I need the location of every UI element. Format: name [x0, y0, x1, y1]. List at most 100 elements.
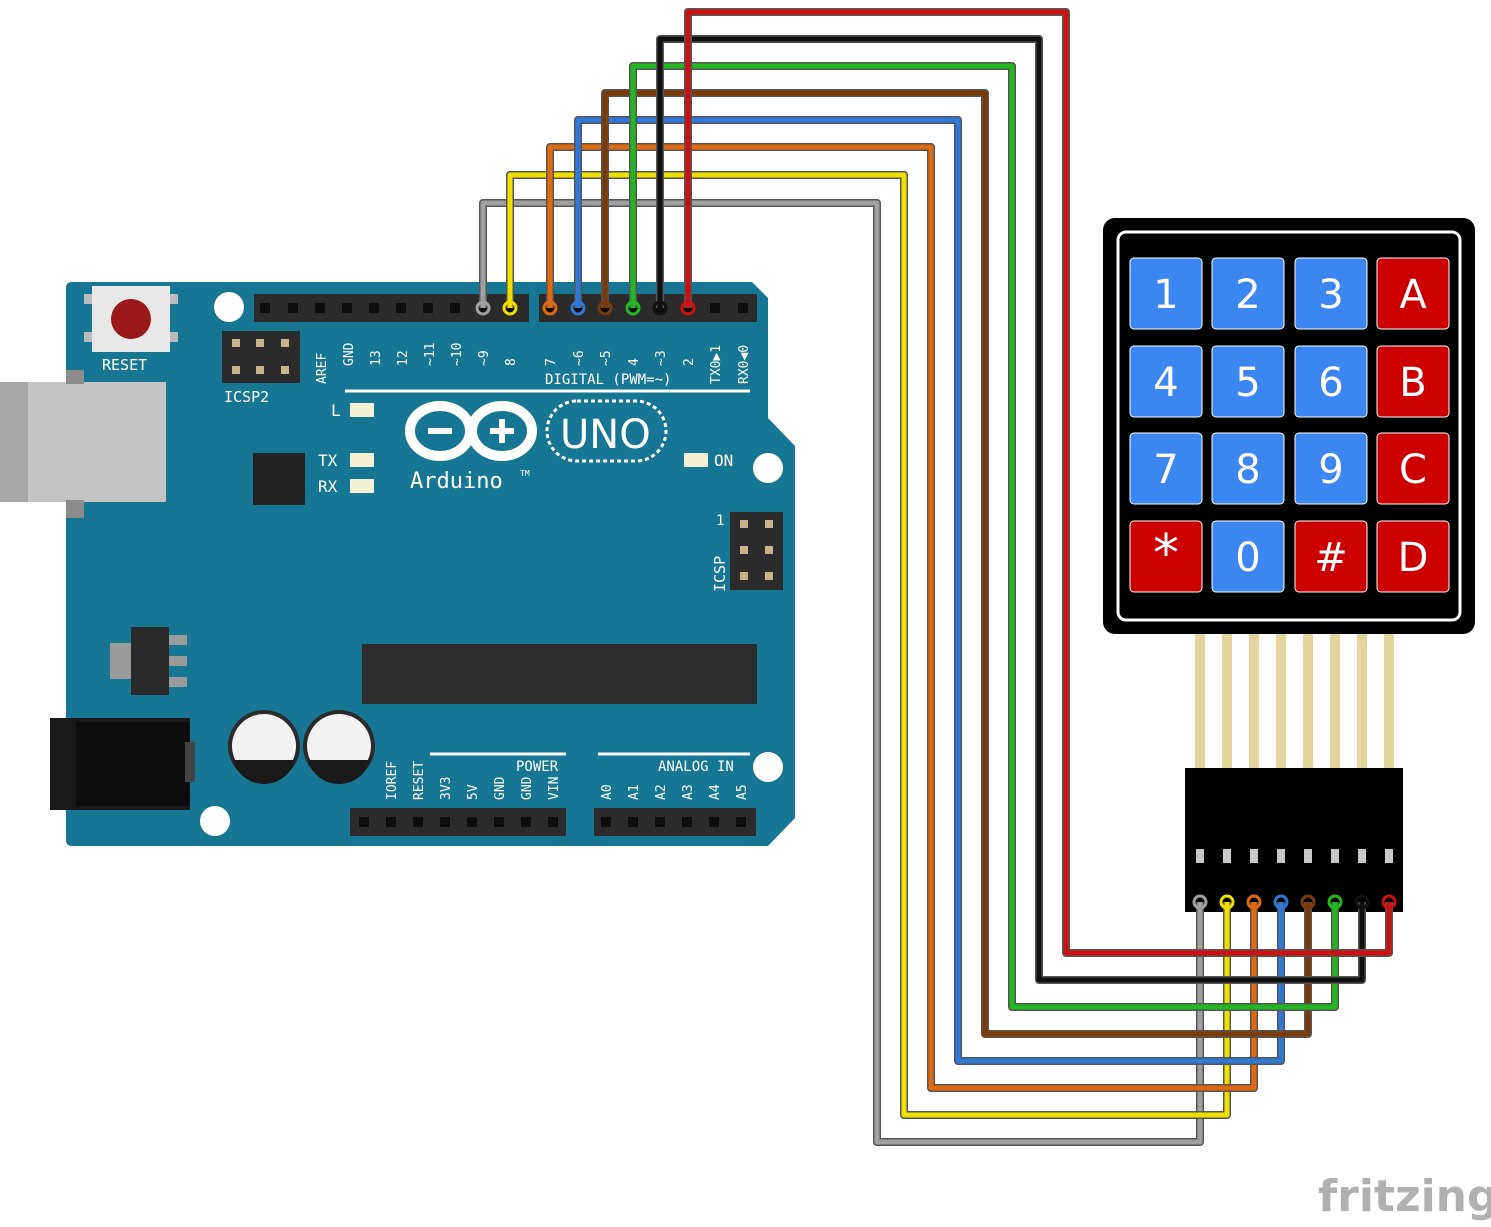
key-hash[interactable]: #: [1294, 520, 1368, 593]
mounting-hole: [753, 752, 783, 782]
power-header: [350, 808, 566, 836]
key-label: B: [1399, 360, 1426, 406]
wire-end: [680, 300, 696, 316]
wire-end: [597, 300, 613, 316]
wire-bundle: [475, 8, 1397, 1146]
key-label: 3: [1318, 272, 1343, 318]
digital-socket: [423, 303, 433, 313]
led-on-label: ON: [714, 451, 733, 470]
digital-socket: [315, 303, 325, 313]
key-4[interactable]: 4: [1129, 345, 1203, 418]
digital-pin-label: GND: [342, 342, 357, 366]
icsp-label: ICSP: [711, 556, 729, 592]
digital-pin-label: ~10: [450, 343, 465, 366]
key-label: A: [1399, 272, 1427, 318]
connector-pin: [1277, 849, 1285, 863]
key-label: C: [1399, 447, 1427, 493]
digital-socket: [260, 303, 270, 313]
analog-pin-socket: [601, 817, 611, 827]
key-d[interactable]: D: [1376, 520, 1450, 593]
key-cap: [1211, 432, 1285, 505]
icsp-header: [730, 512, 783, 590]
key-cap: [1376, 520, 1450, 593]
capacitor: [303, 710, 375, 785]
wire-end: [1192, 894, 1208, 910]
digital-pin-label: ~6: [572, 350, 587, 366]
key-3[interactable]: 3: [1294, 257, 1368, 330]
digital-pin-label: RX0◀0: [737, 345, 752, 384]
wire-pin-2[interactable]: [507, 172, 1230, 1118]
mounting-hole: [214, 292, 244, 322]
usb-chip: [253, 453, 305, 505]
connector-pin: [1358, 849, 1366, 863]
keypad-connector: [1185, 768, 1403, 912]
led-tx-label: TX: [318, 451, 338, 470]
key-cap: [1376, 432, 1450, 505]
board-pcb: [66, 282, 795, 846]
arduino-logo: [405, 401, 538, 461]
digital-socket: [342, 303, 352, 313]
digital-pin-label: ~11: [423, 343, 438, 366]
wire-pin-6[interactable]: [630, 63, 1338, 1010]
ribbon-strip: [1276, 630, 1286, 770]
icsp2-header: [222, 331, 300, 383]
ribbon-strip: [1195, 630, 1205, 770]
power-pin-row: [359, 817, 558, 827]
key-1[interactable]: 1: [1129, 257, 1203, 330]
wire-end: [475, 300, 491, 316]
wire-pin-1[interactable]: [480, 200, 1203, 1145]
key-c[interactable]: C: [1376, 432, 1450, 505]
wire-end: [1381, 894, 1397, 910]
analog-pin-socket: [709, 817, 719, 827]
ribbon-strip: [1222, 630, 1232, 770]
trademark-label: TM: [520, 469, 530, 478]
digital-socket: [396, 303, 406, 313]
ribbon-strip: [1384, 630, 1394, 770]
wire-end: [625, 300, 641, 316]
power-pin-socket: [440, 817, 450, 827]
wire-end: [1273, 894, 1289, 910]
power-pin-socket: [548, 817, 558, 827]
key-6[interactable]: 6: [1294, 345, 1368, 418]
analog-pin-label: A3: [681, 784, 696, 800]
ribbon-strip: [1249, 630, 1259, 770]
led-tx: [350, 453, 374, 467]
key-cap: [1376, 257, 1450, 330]
key-0[interactable]: 0: [1211, 520, 1285, 593]
key-star[interactable]: *: [1129, 520, 1203, 593]
wire-pin-8[interactable]: [685, 9, 1392, 956]
key-cap: [1376, 345, 1450, 418]
key-cap: [1294, 520, 1368, 593]
connector-pin: [1196, 849, 1204, 863]
reset-label: RESET: [102, 356, 147, 374]
key-9[interactable]: 9: [1294, 432, 1368, 505]
mounting-hole: [753, 453, 783, 483]
power-pin-socket: [386, 817, 396, 827]
analog-header: [594, 808, 756, 836]
key-2[interactable]: 2: [1211, 257, 1285, 330]
key-label: 0: [1235, 535, 1260, 581]
key-5[interactable]: 5: [1211, 345, 1285, 418]
key-b[interactable]: B: [1376, 345, 1450, 418]
key-7[interactable]: 7: [1129, 432, 1203, 505]
power-label: POWER: [516, 759, 559, 775]
digital-pin-label: AREF: [315, 353, 330, 384]
key-label: D: [1398, 535, 1429, 581]
key-a[interactable]: A: [1376, 257, 1450, 330]
key-cap: [1294, 432, 1368, 505]
digital-socket: [710, 303, 720, 313]
key-cap: [1211, 257, 1285, 330]
icsp-pin1-label: 1: [716, 513, 724, 529]
digital-pin-label: 2: [682, 358, 697, 366]
mounting-hole: [200, 806, 230, 836]
keypad-inner-border: [1116, 230, 1462, 622]
power-pin-label: GND: [493, 776, 508, 800]
key-cap: [1129, 520, 1203, 593]
key-8[interactable]: 8: [1211, 432, 1285, 505]
reset-button[interactable]: [84, 286, 178, 352]
wire-end: [652, 300, 668, 316]
wire-pin-7[interactable]: [657, 36, 1365, 983]
wire-pin-5[interactable]: [602, 90, 1311, 1037]
